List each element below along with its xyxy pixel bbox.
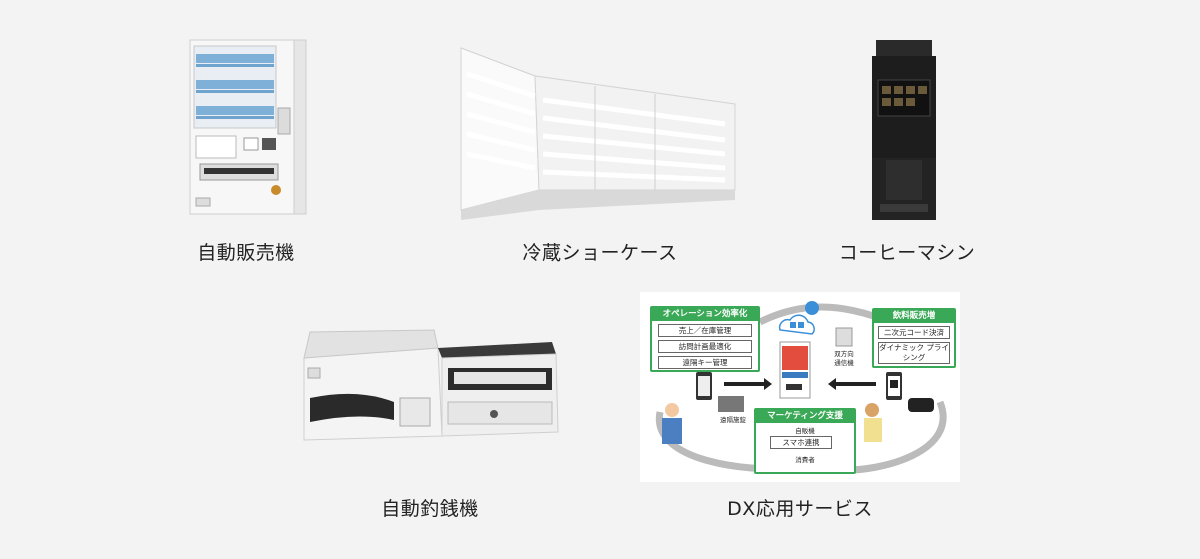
vending-machine-icon bbox=[189, 39, 307, 215]
dx-remote-label: 遠隔施錠 bbox=[720, 416, 746, 424]
dx-operation-item: 遠隔キー管理 bbox=[658, 356, 752, 369]
change-machine-image bbox=[298, 328, 560, 444]
caption-change-machine: 自動釣銭機 bbox=[381, 498, 479, 520]
dx-marketing-title: マーケティング支援 bbox=[756, 410, 854, 423]
vending-machine-image bbox=[186, 38, 310, 222]
caption-showcase: 冷蔵ショーケース bbox=[522, 242, 678, 264]
caption-vending-machine: 自動販売機 bbox=[197, 242, 295, 264]
caption-dx-service: DX応用サービス bbox=[727, 498, 873, 520]
dx-marketing-bottom: 消費者 bbox=[795, 456, 815, 464]
dx-bidirectional-label: 双方向 通信機 bbox=[834, 350, 854, 367]
dx-operation-box: オペレーション効率化 売上／在庫管理 訪問計画最適化 遠隔キー管理 bbox=[650, 306, 760, 372]
dx-marketing-top: 自販機 bbox=[795, 427, 815, 435]
dx-beverage-box: 飲料販売増 二次元コード決済 ダイナミック プライシング bbox=[872, 308, 956, 368]
dx-service-diagram: オペレーション効率化 売上／在庫管理 訪問計画最適化 遠隔キー管理 飲料販売増 … bbox=[640, 292, 960, 482]
change-machine-icon bbox=[303, 329, 559, 441]
refrigerated-showcase-icon bbox=[460, 47, 736, 220]
caption-coffee-machine: コーヒーマシン bbox=[838, 242, 976, 264]
coffee-machine-icon bbox=[872, 40, 936, 220]
showcase-image bbox=[455, 40, 745, 220]
dx-marketing-middle: スマホ連携 bbox=[770, 436, 832, 449]
dx-beverage-item: 二次元コード決済 bbox=[878, 326, 950, 339]
dx-operation-item: 訪問計画最適化 bbox=[658, 340, 752, 353]
dx-operation-title: オペレーション効率化 bbox=[652, 308, 758, 321]
dx-beverage-title: 飲料販売増 bbox=[874, 310, 954, 323]
dx-beverage-item: ダイナミック プライシング bbox=[878, 342, 950, 364]
dx-marketing-box: マーケティング支援 自販機 スマホ連携 消費者 bbox=[754, 408, 856, 474]
dx-operation-item: 売上／在庫管理 bbox=[658, 324, 752, 337]
coffee-machine-image bbox=[866, 38, 942, 222]
